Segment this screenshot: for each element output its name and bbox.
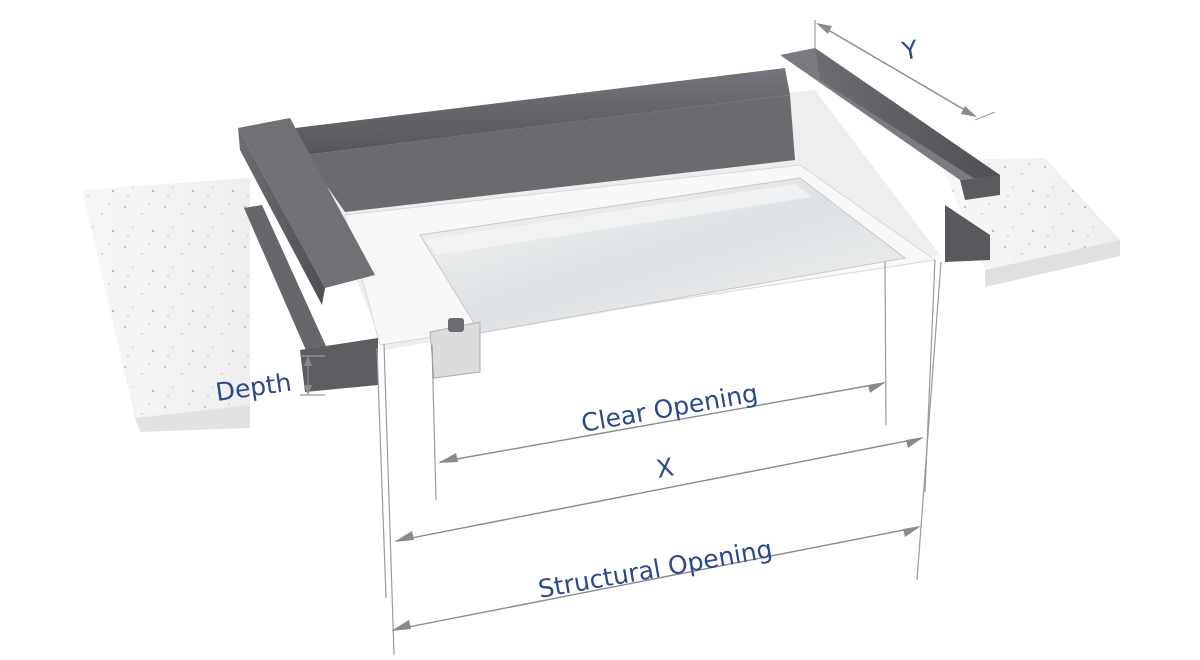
- dimension-extension-lines: [300, 20, 996, 656]
- clear-opening-dimension: Clear Opening: [438, 378, 886, 463]
- corner-connector: [429, 318, 481, 379]
- y-dimension: Y: [816, 23, 977, 117]
- steel-channel-right: [780, 48, 1000, 262]
- structural-opening-label: Structural Opening: [536, 534, 775, 604]
- x-dimension: X: [394, 437, 924, 542]
- clear-opening-label: Clear Opening: [579, 378, 760, 438]
- x-label: X: [654, 452, 676, 484]
- structural-opening-dimension: Structural Opening: [391, 526, 921, 631]
- glass-panel: [419, 177, 907, 334]
- y-label: Y: [899, 35, 921, 67]
- steel-channel-back: [295, 68, 795, 212]
- steel-channel-left: [238, 118, 378, 392]
